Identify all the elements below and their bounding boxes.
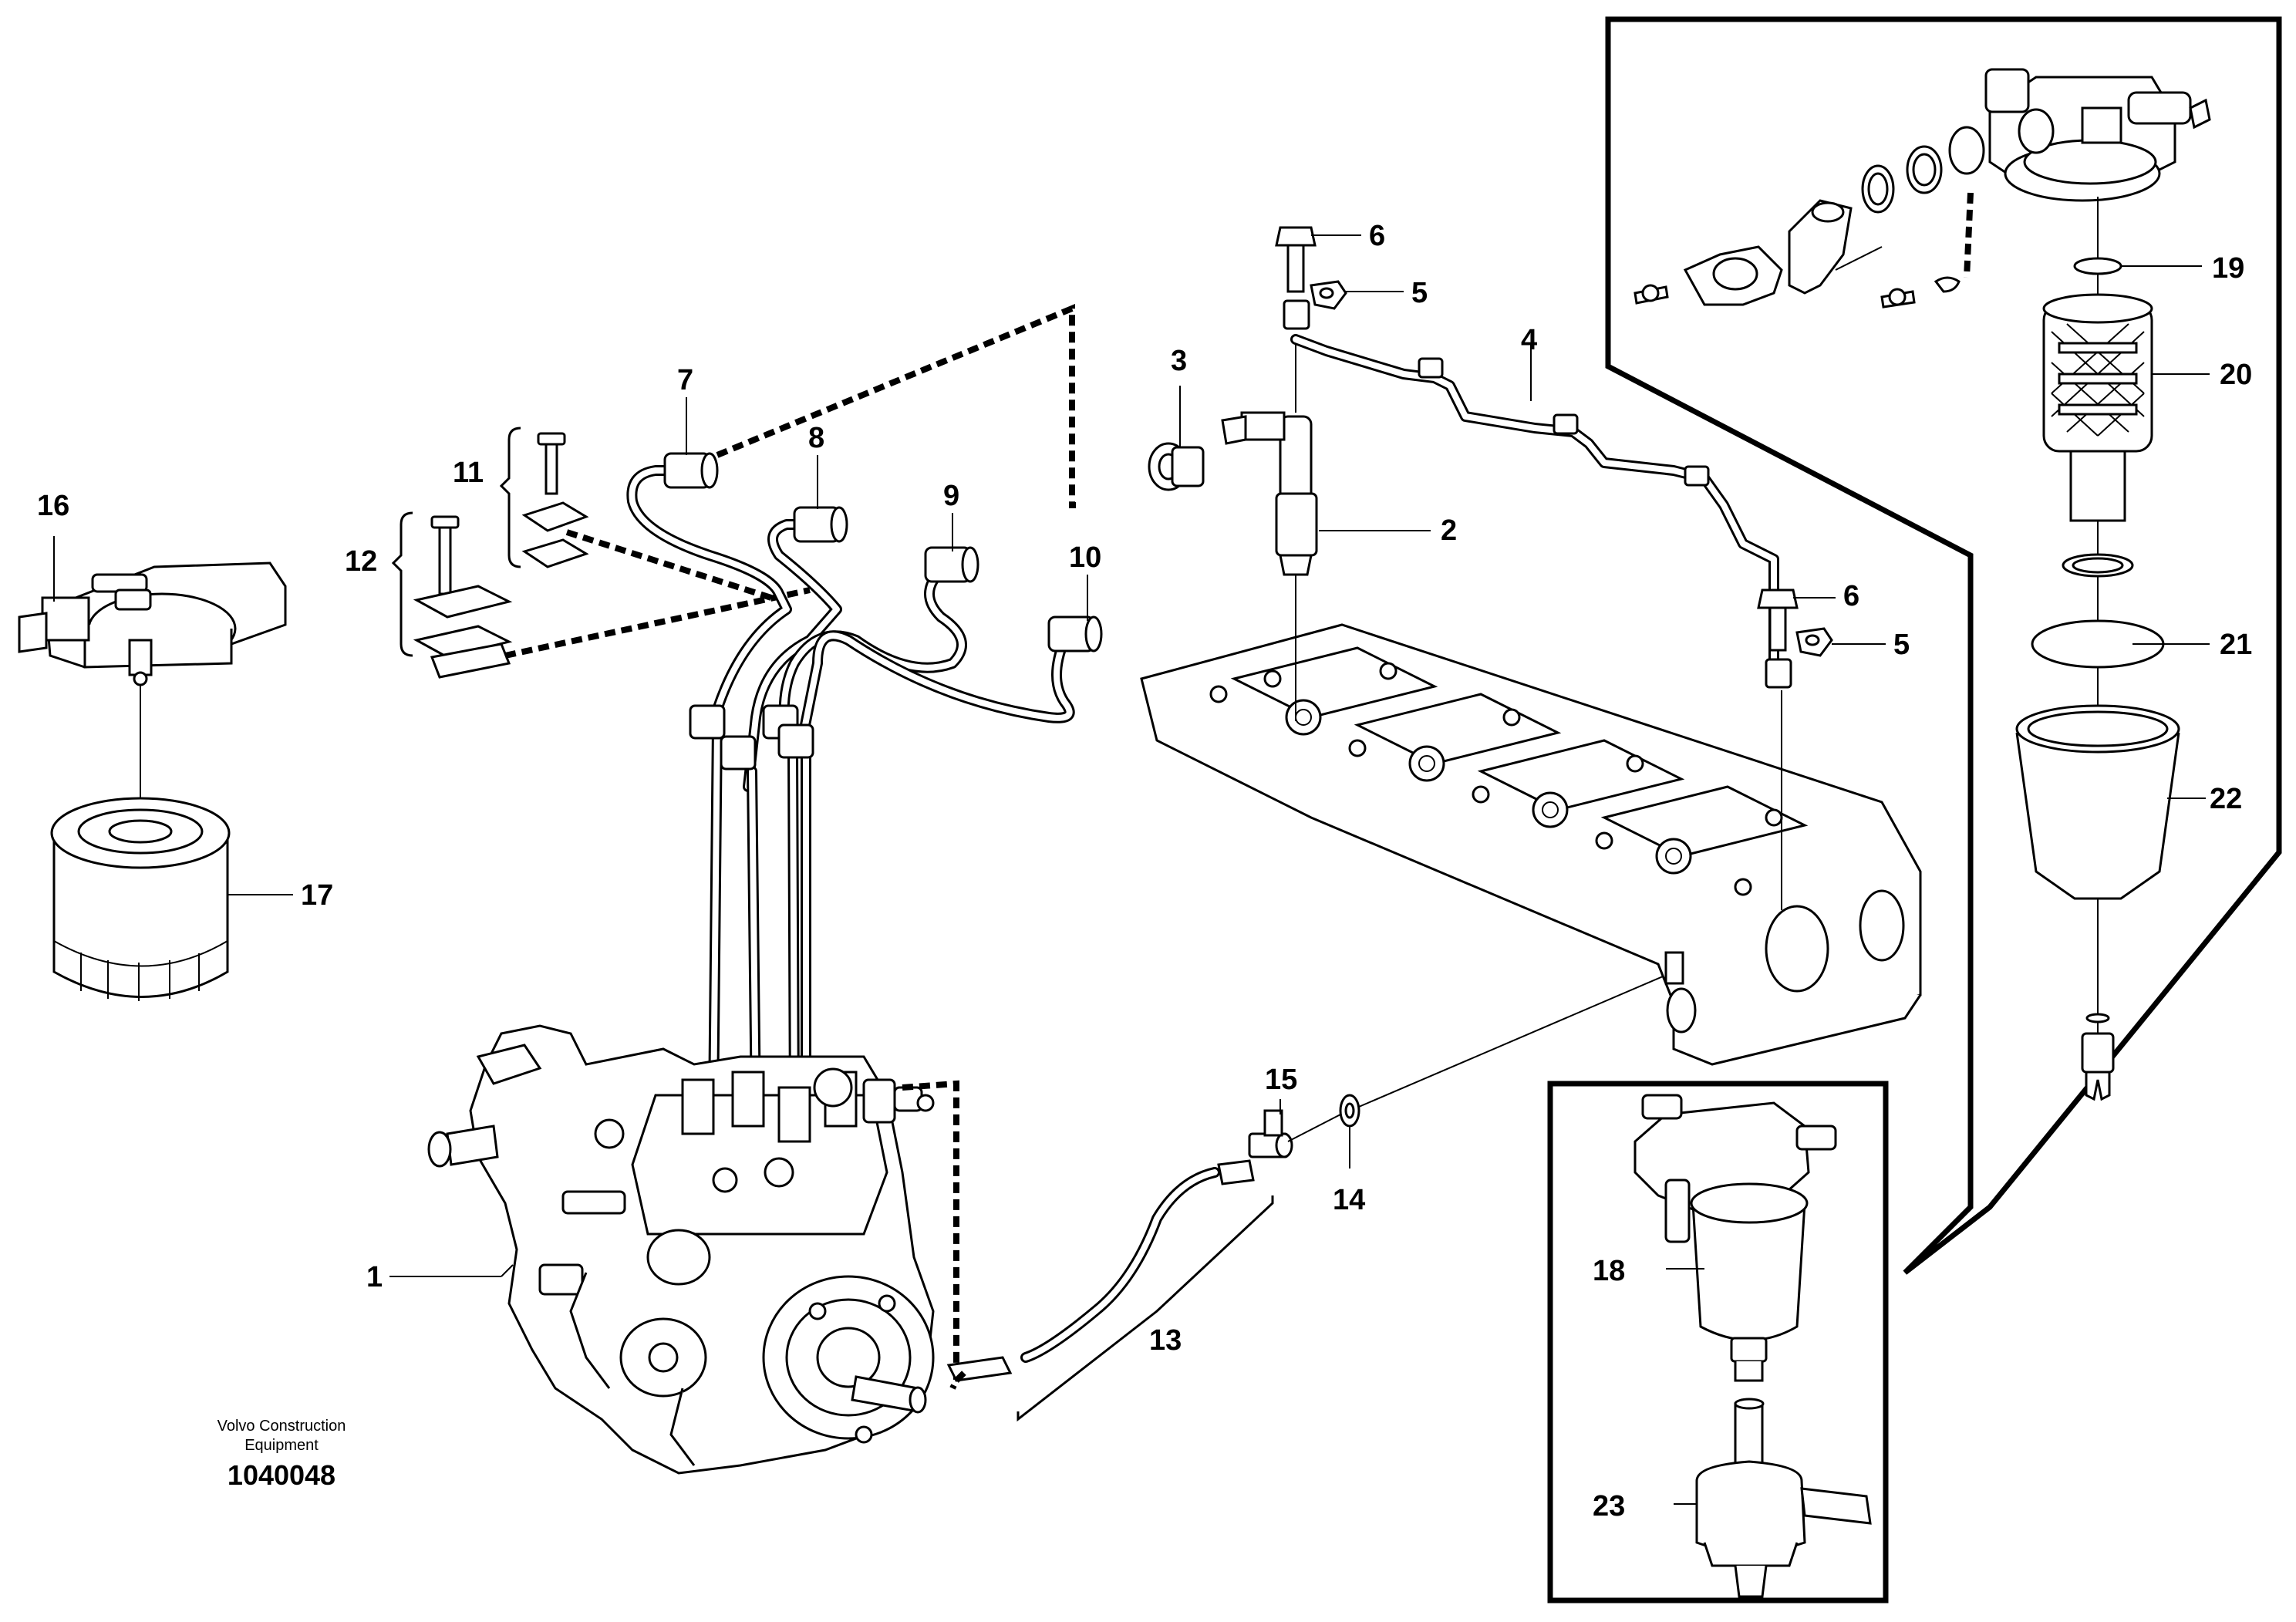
callout-1: 1 [366, 1261, 383, 1293]
leader-lines [53, 234, 2210, 1505]
drain-plug [2081, 1013, 2115, 1101]
fuel-filter-cartridge [50, 797, 231, 1001]
injection-pump [427, 1024, 935, 1475]
copper-washer-lower [1795, 627, 1833, 657]
cylinder-head [1140, 623, 1922, 1066]
banjo-bolt-lower [1757, 588, 1799, 652]
bracket-11 [499, 427, 521, 568]
callout-19: 19 [2212, 252, 2244, 285]
callout-23: 23 [1593, 1490, 1625, 1523]
callout-11: 11 [453, 457, 484, 489]
injector-seal-sleeve [1148, 442, 1205, 491]
filter-detail-frame [1605, 16, 2282, 1275]
document-number: 1040048 [228, 1459, 335, 1491]
callout-2: 2 [1441, 514, 1457, 547]
filter-bowl-23 [2015, 704, 2180, 900]
inline-filter-23 [1695, 1398, 1872, 1598]
clamp-11 [521, 432, 589, 568]
callout-12: 12 [345, 545, 377, 578]
brand-line-1: Volvo Construction [217, 1418, 346, 1435]
callout-4: 4 [1521, 324, 1537, 356]
fuel-filter-head [18, 561, 287, 686]
clamp-12 [413, 515, 513, 679]
callout-7: 7 [677, 364, 693, 396]
bracket-13 [1017, 1195, 1274, 1422]
callout-17: 17 [301, 879, 333, 912]
callout-18: 18 [1593, 1255, 1625, 1287]
seal-ring-21 [2062, 553, 2134, 578]
pipe-nuts [663, 452, 1103, 771]
filter-element-20 [2042, 293, 2153, 522]
fuel-hose [946, 1159, 1255, 1382]
callout-9: 9 [943, 480, 959, 512]
injection-pipes [626, 465, 1085, 1116]
banjo-bolt-upper [1275, 226, 1317, 293]
callout-22: 22 [2210, 783, 2242, 815]
callout-21: 21 [2220, 629, 2252, 661]
callout-5-lower: 5 [1893, 629, 1910, 661]
prefilter-detail-frame [1547, 1081, 1889, 1603]
callout-5-upper: 5 [1411, 277, 1428, 309]
brand-line-2: Equipment [244, 1437, 319, 1454]
sealing-washer [1339, 1094, 1360, 1128]
callout-8: 8 [808, 422, 824, 454]
banjo-fitting [1248, 1109, 1293, 1158]
callout-10: 10 [1069, 541, 1101, 574]
fuel-injector [1221, 339, 1318, 576]
o-ring-19 [2073, 257, 2122, 275]
drain-valve-parts [1633, 126, 1985, 309]
callout-6-lower: 6 [1843, 580, 1859, 612]
callout-16: 16 [37, 490, 69, 522]
callout-numbers: 1 2 3 4 5 5 6 6 7 8 9 10 11 12 13 14 15 … [37, 220, 2252, 1523]
leak-off-pipe [1283, 299, 1792, 689]
callout-15: 15 [1265, 1064, 1297, 1096]
copper-washer-upper [1310, 280, 1347, 310]
callout-6-upper: 6 [1369, 220, 1385, 252]
callout-14: 14 [1333, 1184, 1365, 1216]
callout-3: 3 [1171, 345, 1187, 377]
callout-20: 20 [2220, 359, 2252, 391]
bracket-12 [391, 511, 413, 657]
water-separator-head [1984, 68, 2211, 202]
callout-13: 13 [1149, 1324, 1182, 1357]
prefilter-18 [1690, 1182, 1809, 1382]
